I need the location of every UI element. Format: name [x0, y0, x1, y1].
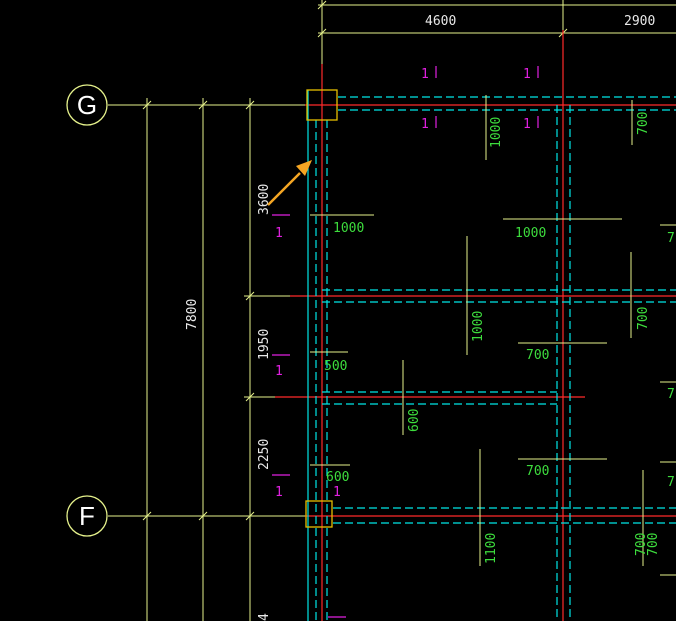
- beam-label-7-a: 7: [667, 231, 675, 246]
- column-box-f[interactable]: [305, 500, 333, 528]
- beam-label-500: 500: [324, 359, 347, 374]
- beam-label-1000-b: 1000: [333, 221, 364, 236]
- marker-1-b: 1: [523, 67, 531, 82]
- axis-bubble-g[interactable]: G: [66, 84, 108, 126]
- span-markers: [310, 95, 676, 576]
- axis-label-g: G: [77, 90, 97, 120]
- marker-1-g: 1: [275, 485, 283, 500]
- marker-1-c: 1: [421, 117, 429, 132]
- marker-1-d: 1: [523, 117, 531, 132]
- dim-top-2900: 2900: [624, 14, 655, 29]
- beam-label-7-c: 7: [667, 475, 675, 490]
- dim-seg-3600: 3600: [257, 184, 272, 215]
- axis-bubble-f[interactable]: F: [66, 495, 108, 537]
- dim-total-7800: 7800: [185, 299, 200, 330]
- dim-seg-4: 4: [257, 613, 272, 621]
- marker-1-f: 1: [275, 364, 283, 379]
- beam-label-7-b: 7: [667, 387, 675, 402]
- beam-label-1000-a: 1000: [489, 117, 504, 148]
- beam-edges: [307, 90, 676, 621]
- dim-seg-2250: 2250: [257, 439, 272, 470]
- beam-label-1000-c: 1000: [515, 226, 546, 241]
- beam-label-600-b: 600: [407, 409, 422, 432]
- dim-top-4600: 4600: [425, 14, 456, 29]
- dim-tick-1: [317, 28, 327, 38]
- beam-label-600-a: 600: [326, 470, 349, 485]
- beam-label-700-f: 700: [634, 533, 649, 556]
- beam-label-1000-d: 1000: [471, 311, 486, 342]
- marker-1-e: 1: [275, 226, 283, 241]
- beam-label-700-b: 700: [636, 307, 651, 330]
- beam-label-700-a: 700: [636, 112, 651, 135]
- beam-label-700-c: 700: [526, 348, 549, 363]
- beam-label-700-d: 700: [526, 464, 549, 479]
- beam-label-700-e: 700: [646, 533, 661, 556]
- dim-tick-3: [317, 0, 327, 10]
- beam-label-1100: 1100: [484, 533, 499, 564]
- column-box-g[interactable]: [306, 89, 338, 121]
- marker-1-a: 1: [421, 67, 429, 82]
- magenta-markers: [272, 66, 539, 618]
- pointer-arrow-icon: [267, 160, 312, 206]
- marker-1-h: 1: [333, 485, 341, 500]
- axis-label-f: F: [79, 501, 95, 531]
- dim-seg-1950: 1950: [257, 329, 272, 360]
